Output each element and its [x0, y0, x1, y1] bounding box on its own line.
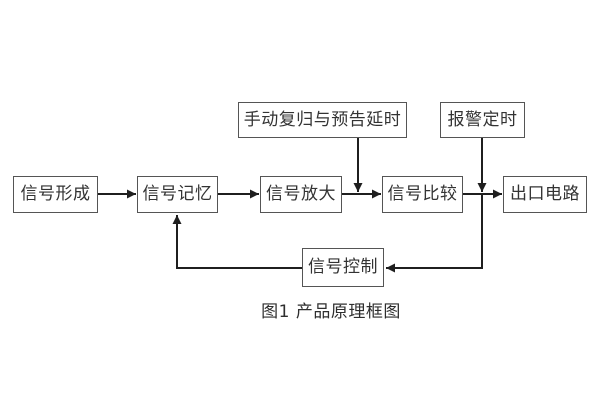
node-signal-compare-label: 信号比较	[387, 184, 458, 204]
node-signal-compare: 信号比较	[382, 176, 463, 213]
node-signal-memory-label: 信号记忆	[142, 184, 213, 204]
node-output-circuit: 出口电路	[503, 176, 587, 213]
edge-control-to-memory	[172, 215, 303, 269]
node-manual-reset-delay: 手动复归与预告延时	[238, 102, 407, 138]
figure-caption: 图1 产品原理框图	[261, 302, 401, 322]
node-alarm-timer-label: 报警定时	[447, 109, 518, 130]
node-signal-amplify-label: 信号放大	[266, 184, 336, 204]
node-signal-formation-label: 信号形成	[20, 184, 91, 204]
node-alarm-timer: 报警定时	[440, 102, 525, 138]
node-signal-memory: 信号记忆	[137, 176, 218, 213]
node-signal-formation: 信号形成	[13, 176, 98, 213]
node-signal-control-label: 信号控制	[308, 257, 378, 277]
edge-junction-to-control	[386, 194, 483, 273]
node-manual-reset-delay-label: 手动复归与预告延时	[243, 109, 402, 130]
node-signal-amplify: 信号放大	[260, 176, 342, 213]
node-signal-control: 信号控制	[302, 248, 384, 287]
node-output-circuit-label: 出口电路	[510, 184, 580, 204]
